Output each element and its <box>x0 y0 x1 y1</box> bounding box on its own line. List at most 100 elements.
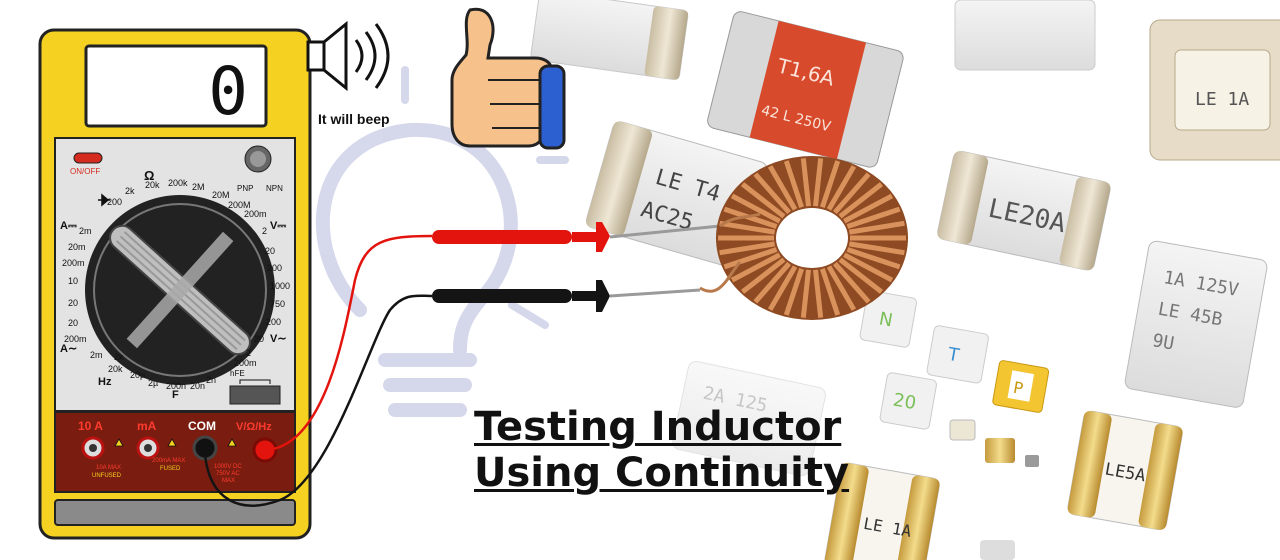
red-probe[interactable] <box>432 222 721 252</box>
coil-winding <box>833 172 871 215</box>
range-200-vac: 200 <box>266 317 281 327</box>
coil-winding <box>800 269 811 318</box>
port-vohm-note-2: 750V AC <box>216 471 240 477</box>
display-reading: 0 <box>208 53 248 130</box>
range-2-vdc: 2 <box>262 226 267 236</box>
on-off-label: ON/OFF <box>70 167 100 176</box>
range-200-vdc: 200 <box>267 263 282 273</box>
coil-winding <box>820 160 841 209</box>
port-10a-label: 10 A <box>78 419 103 433</box>
fused-label: FUSED <box>160 466 181 472</box>
unfused-label: UNFUSED <box>92 473 122 479</box>
fuse-top-partial <box>530 0 689 80</box>
black-probe[interactable] <box>432 280 701 312</box>
title-line-2: Using Continuity <box>474 450 850 496</box>
fuse-le1a-top-label: LE 1A <box>1195 89 1249 110</box>
coil-winding <box>719 220 776 235</box>
range-2m-ohm: 2M <box>192 182 205 192</box>
npn-label: NPN <box>266 184 283 193</box>
range-200m-vdc: 200m <box>244 209 267 219</box>
coil-winding <box>813 269 824 318</box>
coil-winding <box>753 261 791 304</box>
coil-winding <box>846 206 901 229</box>
port-vohm-note-1: 1000V DC <box>214 464 242 470</box>
warning-icon <box>167 438 177 447</box>
range-10-adc: 10 <box>68 276 78 286</box>
range-200n-f: 200n <box>166 381 186 391</box>
coil-winding <box>826 165 857 211</box>
coil-winding <box>848 241 905 256</box>
range-1000-vdc: 1000 <box>270 281 290 291</box>
range-20-aac: 20 <box>68 318 78 328</box>
range-20m-adc: 20m <box>68 242 86 252</box>
range-20n-f: 20n <box>190 381 205 391</box>
capacitor-socket <box>229 385 281 405</box>
coil-winding <box>848 220 905 235</box>
coil-winding <box>783 267 804 316</box>
black-lead-wire <box>203 294 433 507</box>
lcd-display <box>84 44 268 128</box>
meter-stand <box>54 499 296 526</box>
range-2m-adc: 2m <box>79 226 92 236</box>
fuse-2a-faded: 2A 125 <box>672 360 826 477</box>
fuse-le1a-bottom: LE 1A <box>824 462 940 560</box>
diode-icon <box>98 193 110 207</box>
range-200k-ohm: 200k <box>168 178 188 188</box>
range-2n-f: 2n <box>206 375 216 385</box>
smd-fuse-p-label: P <box>1012 378 1025 398</box>
dial-scale: Ω A⎓ V⎓ A∼ V∼ Hz F hFE 200 2k 20k 200k 2… <box>60 168 290 401</box>
coil-winding <box>783 160 804 209</box>
fuse-le20a: LE20A <box>937 150 1111 271</box>
coil-winding <box>730 252 781 283</box>
coil-winding <box>719 241 776 256</box>
port-vohm-note-3: MAX <box>222 478 235 484</box>
range-20u-f: 20µ <box>130 370 145 380</box>
coil-winding <box>820 267 841 316</box>
smd-fuse-20-label: 20 <box>891 389 917 414</box>
thumbs-up-icon <box>450 7 566 150</box>
smd-fuse-t-label: T <box>945 344 961 367</box>
port-com-label: COM <box>188 419 216 433</box>
range-20k-hz: 20k <box>108 364 123 374</box>
coil-winding <box>838 182 884 219</box>
port-ma-label: mA <box>137 419 157 433</box>
v-dc-label: V⎓ <box>270 220 286 232</box>
coil-winding <box>833 261 871 304</box>
range-2-vac: 2 <box>246 348 251 358</box>
range-200m-aac: 200m <box>64 334 87 344</box>
coil-winding <box>843 252 894 283</box>
coil-winding <box>767 265 798 311</box>
fuse-le5a: LE5A <box>1067 410 1183 531</box>
coil-winding <box>753 172 791 215</box>
port-vohm-label: V/Ω/Hz <box>236 421 272 433</box>
coil-winding <box>730 193 781 224</box>
range-2m-aac: 2m <box>90 350 103 360</box>
coil-winding <box>767 165 798 211</box>
hfe-label: hFE <box>230 369 245 378</box>
port-10a-note: 10A MAX <box>96 465 121 471</box>
smd-fuse-n-label: N <box>877 309 894 332</box>
fuse-1a-label-3: 9U <box>1151 330 1176 354</box>
coil-winding <box>826 265 857 311</box>
smd-fuses: N T P 20 <box>859 290 1050 467</box>
title-line-1: Testing Inductor <box>474 404 842 450</box>
range-20m-ohm: 20M <box>212 190 230 200</box>
range-200m-vac: 200m <box>234 358 257 368</box>
coil-winding <box>800 158 811 207</box>
red-lead-wire <box>264 234 433 452</box>
pnp-label: PNP <box>237 184 253 193</box>
range-20-adc: 20 <box>68 298 78 308</box>
range-20-vdc: 20 <box>265 246 275 256</box>
fuse-background: T1,6A 42 L 250V LE T4 AC25 LE 1A LE20A 1… <box>530 0 1280 560</box>
a-dc-label: A⎓ <box>60 220 77 232</box>
hz-label: Hz <box>98 376 112 388</box>
power-switch[interactable] <box>73 152 103 164</box>
beep-caption: It will beep <box>318 111 390 127</box>
coil-winding <box>740 182 786 219</box>
coil-winding <box>838 257 884 294</box>
range-2k-hz: 2k <box>114 352 124 362</box>
range-200m-adc: 200m <box>62 258 85 268</box>
f-label: F <box>172 389 179 401</box>
